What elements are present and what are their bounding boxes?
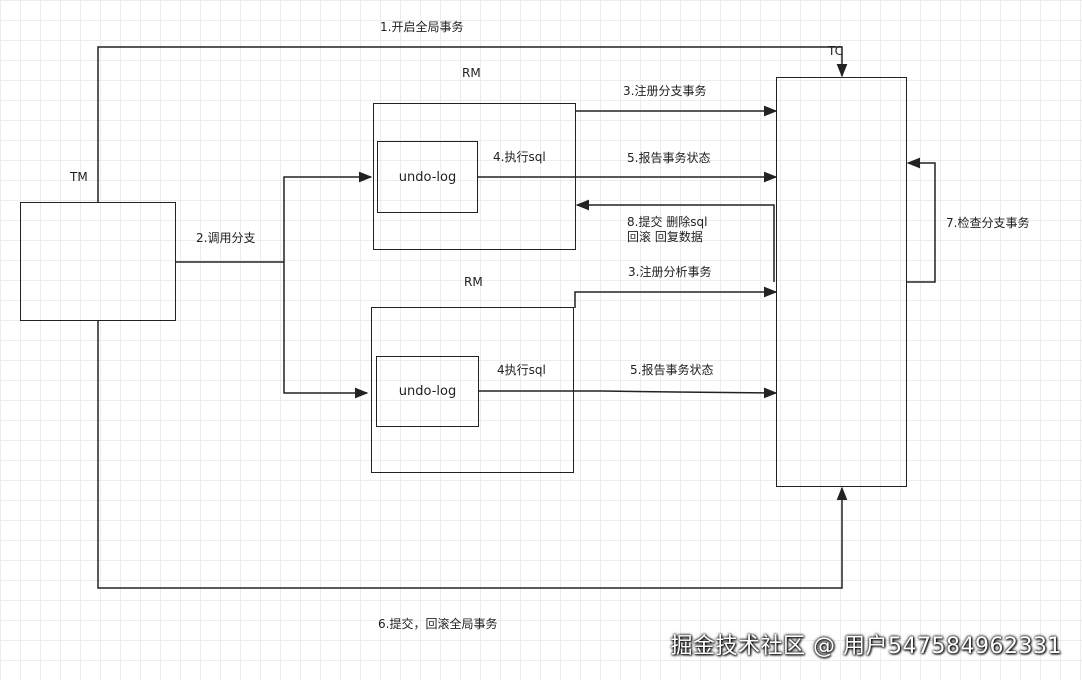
edge-label-exec-sql-1: 4.执行sql [493,150,546,164]
undo-log-box-1: undo-log [377,141,478,213]
edge-report-status-2 [479,387,778,399]
undo-log-box-2: undo-log [376,356,479,427]
edge-label-begin-global: 1.开启全局事务 [380,20,464,34]
watermark: 掘金技术社区 @ 用户547584962331 [670,634,1062,659]
edge-label-commit-rollback-global: 6.提交，回滚全局事务 [378,617,498,631]
edge-label-report-status-2: 5.报告事务状态 [630,363,714,377]
rm2-box [371,307,574,473]
edge-commit-delete-sql [575,199,775,282]
edge-label-register-branch-2: 3.注册分析事务 [628,265,712,279]
rm2-label: RM [464,275,483,289]
edge-label-report-status-1: 5.报告事务状态 [627,151,711,165]
edge-call-branch-rm1 [283,171,373,262]
edge-label-check-branch: 7.检查分支事务 [946,216,1030,230]
rm1-label: RM [462,66,481,80]
edge-label-register-branch-1: 3.注册分支事务 [623,84,707,98]
edge-label-exec-sql-2: 4执行sql [497,363,546,377]
undo-log-label-2: undo-log [398,384,457,399]
edge-call-branch-rm2 [283,262,369,399]
tc-label: TC [828,44,844,58]
tm-label: TM [70,170,88,184]
edge-check-branch [906,157,936,283]
edge-commit-rollback-global [97,320,848,589]
edge-register-branch-2 [574,286,778,308]
tc-box [776,77,907,487]
edge-label-commit-delete-sql: 8.提交 删除sql 回滚 回复数据 [627,215,708,244]
edge-label-call-branch: 2.调用分支 [196,231,256,245]
undo-log-label-1: undo-log [398,170,457,185]
tm-box [20,202,176,321]
rm1-box [373,103,576,250]
edge-begin-global-tx [97,46,848,203]
